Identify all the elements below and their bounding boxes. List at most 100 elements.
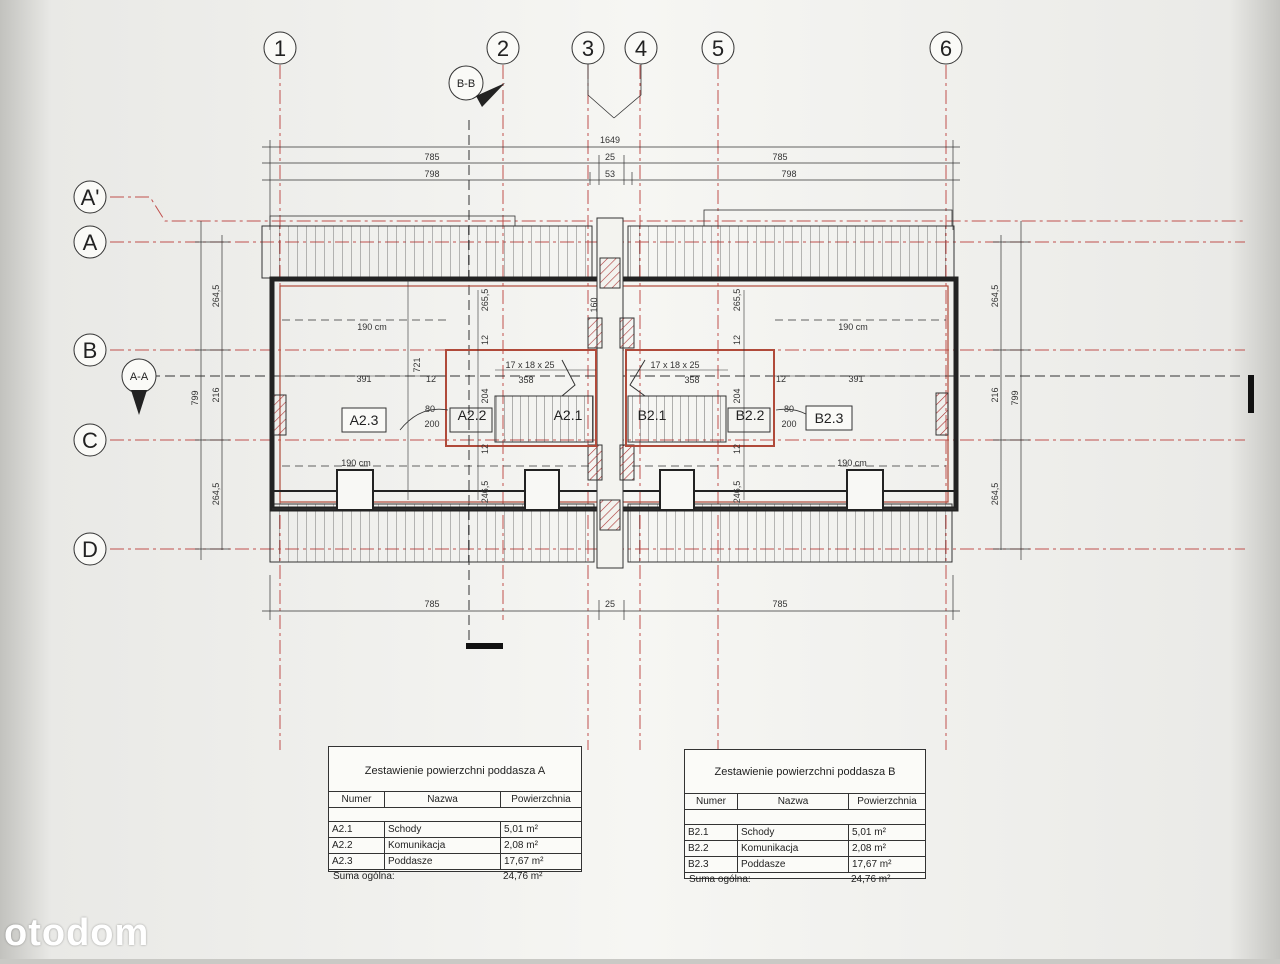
axis-bubble-4: 4 — [624, 31, 658, 65]
area-table-a-title: Zestawienie powierzchni poddasza A — [364, 765, 546, 777]
svg-text:B-B: B-B — [457, 78, 475, 90]
svg-text:6: 6 — [940, 36, 952, 61]
area-table-b-title: Zestawienie powierzchni poddasza B — [714, 766, 896, 778]
svg-text:358: 358 — [518, 375, 533, 385]
svg-text:785: 785 — [772, 152, 787, 162]
svg-text:17 x 18 x 25: 17 x 18 x 25 — [650, 360, 699, 370]
right-dimensions — [993, 221, 1030, 560]
horizontal-grid-lines — [110, 196, 1245, 550]
axis-bubble-2: 2 — [486, 31, 520, 65]
svg-text:264,5: 264,5 — [211, 285, 221, 308]
area-table-b-rows: B2.1 Schody 5,01 m² B2.2 Komunikacja 2,0… — [685, 824, 925, 873]
svg-text:246,5: 246,5 — [732, 481, 742, 504]
area-table-a-header: Numer Nazwa Powierzchnia — [329, 791, 581, 808]
room-a21: A2.1 — [554, 407, 583, 423]
bottom-dimensions — [262, 575, 960, 620]
room-labels: A2.3 A2.2 A2.1 B2.1 B2.2 B2.3 — [341, 405, 853, 433]
axis-bubble-6: 6 — [929, 31, 963, 65]
axis-bubble-b: B — [73, 333, 107, 367]
area-table-b-sum: Suma ogólna: 24,76 m² — [689, 874, 891, 885]
svg-text:12: 12 — [732, 444, 742, 454]
svg-text:12: 12 — [426, 374, 436, 384]
section-end-marker-bb — [466, 643, 503, 649]
svg-text:25: 25 — [605, 599, 615, 609]
svg-text:1649: 1649 — [600, 135, 620, 145]
table-row: B2.2 Komunikacja 2,08 m² — [685, 841, 925, 857]
axis-leaders — [587, 64, 642, 119]
svg-text:2: 2 — [497, 36, 509, 61]
section-marker-bb: B-B — [448, 65, 505, 107]
svg-text:721: 721 — [412, 357, 422, 372]
room-b22: B2.2 — [736, 407, 765, 423]
area-table-a-sum: Suma ogólna: 24,76 m² — [333, 871, 543, 882]
roof-eaves — [261, 209, 955, 563]
svg-text:391: 391 — [848, 374, 863, 384]
svg-text:358: 358 — [684, 375, 699, 385]
section-marker-aa: A-A — [121, 358, 157, 415]
svg-text:3: 3 — [582, 36, 594, 61]
svg-text:160: 160 — [589, 297, 599, 312]
svg-text:799: 799 — [190, 390, 200, 405]
vertical-axis-bubbles: 1 2 3 4 5 6 — [263, 31, 963, 65]
svg-text:190 cm: 190 cm — [837, 458, 867, 468]
svg-text:265,5: 265,5 — [480, 289, 490, 312]
interior-dim-lines — [280, 280, 946, 500]
svg-text:200: 200 — [424, 419, 439, 429]
svg-text:798: 798 — [424, 169, 439, 179]
svg-text:190 cm: 190 cm — [357, 322, 387, 332]
svg-text:216: 216 — [211, 387, 221, 402]
table-row: B2.3 Poddasze 17,67 m² — [685, 857, 925, 873]
svg-text:785: 785 — [424, 152, 439, 162]
svg-text:785: 785 — [424, 599, 439, 609]
svg-text:391: 391 — [356, 374, 371, 384]
svg-text:1: 1 — [274, 36, 286, 61]
svg-text:264,5: 264,5 — [990, 483, 1000, 506]
svg-text:798: 798 — [781, 169, 796, 179]
svg-text:A-A: A-A — [130, 371, 149, 383]
room-a22: A2.2 — [458, 407, 487, 423]
svg-text:264,5: 264,5 — [990, 285, 1000, 308]
stair-core-left — [445, 349, 597, 447]
axis-bubble-a-prime: A' — [73, 180, 107, 214]
area-table-a-rows: A2.1 Schody 5,01 m² A2.2 Komunikacja 2,0… — [329, 821, 581, 870]
svg-text:190 cm: 190 cm — [838, 322, 868, 332]
table-row: B2.1 Schody 5,01 m² — [685, 825, 925, 841]
watermark-logo: otodom — [4, 912, 150, 954]
table-row: A2.2 Komunikacja 2,08 m² — [329, 838, 581, 854]
area-table-b-header: Numer Nazwa Powierzchnia — [685, 793, 925, 810]
svg-text:80: 80 — [784, 404, 794, 414]
svg-text:204: 204 — [480, 388, 490, 403]
axis-bubble-c: C — [73, 423, 107, 457]
svg-text:200: 200 — [781, 419, 796, 429]
roof-windows — [336, 469, 884, 511]
svg-text:D: D — [82, 537, 98, 562]
svg-text:A': A' — [81, 185, 100, 210]
svg-text:216: 216 — [990, 387, 1000, 402]
svg-text:265,5: 265,5 — [732, 289, 742, 312]
svg-text:204: 204 — [732, 388, 742, 403]
axis-bubble-d: D — [73, 532, 107, 566]
svg-text:4: 4 — [635, 36, 647, 61]
room-b23: B2.3 — [815, 410, 844, 426]
horizontal-axis-bubbles: A' A B C D — [73, 180, 107, 566]
room-a23: A2.3 — [350, 412, 379, 428]
svg-text:12: 12 — [732, 335, 742, 345]
table-row: A2.1 Schody 5,01 m² — [329, 822, 581, 838]
svg-text:246,5: 246,5 — [480, 481, 490, 504]
axis-bubble-5: 5 — [701, 31, 735, 65]
svg-text:799: 799 — [1010, 390, 1020, 405]
svg-text:190 cm: 190 cm — [341, 458, 371, 468]
knee-wall-lines — [282, 319, 946, 467]
axis-bubble-3: 3 — [571, 31, 605, 65]
svg-text:80: 80 — [425, 404, 435, 414]
svg-text:A: A — [83, 230, 98, 255]
left-dimensions — [195, 221, 230, 560]
svg-text:25: 25 — [605, 152, 615, 162]
svg-text:12: 12 — [776, 374, 786, 384]
axis-bubble-a: A — [73, 225, 107, 259]
svg-text:B: B — [83, 338, 98, 363]
room-b21: B2.1 — [638, 407, 667, 423]
svg-text:C: C — [82, 428, 98, 453]
